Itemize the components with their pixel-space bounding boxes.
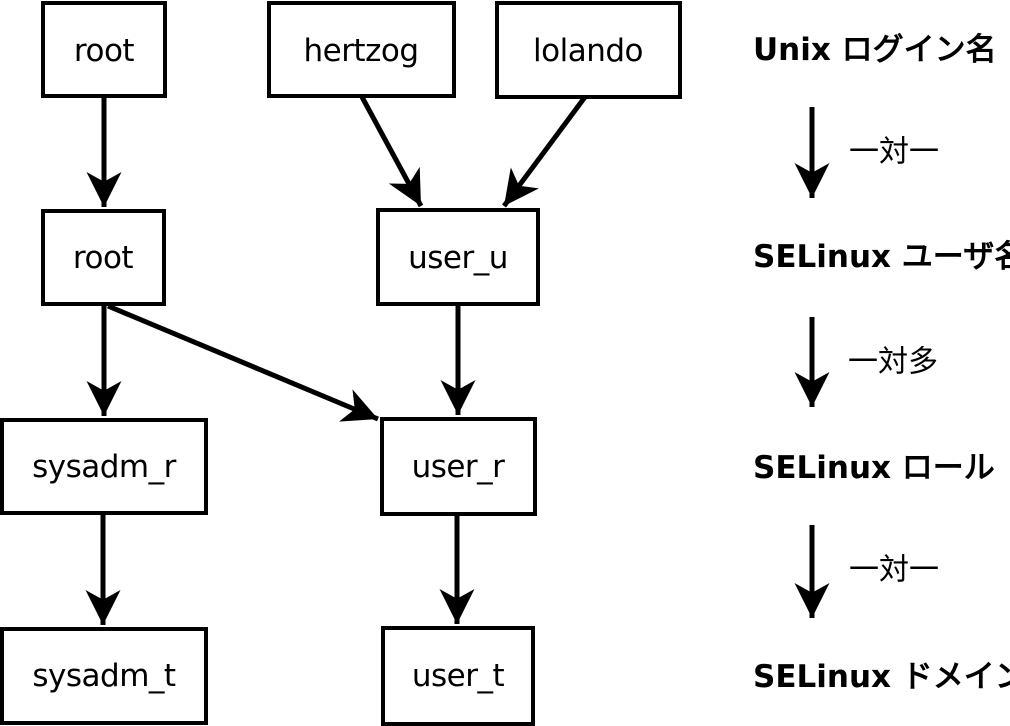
legend-relation-1: 一対一 bbox=[849, 135, 939, 170]
node-user_t-box bbox=[381, 626, 535, 726]
node-lolando-label: lolando bbox=[533, 33, 643, 69]
legend-level-selinux-role: SELinux ロール bbox=[753, 450, 995, 486]
legend-level-unix-login: Unix ログイン名 bbox=[753, 32, 997, 68]
node-user_t: user_t bbox=[381, 626, 535, 726]
edge-lolando-to-user_u bbox=[501, 95, 588, 208]
node-unix-root-label: root bbox=[74, 33, 134, 69]
legend-level-selinux-user: SELinux ユーザ名 bbox=[753, 239, 1010, 275]
node-user_u-box bbox=[376, 208, 540, 306]
legend-relation-3: 一対一 bbox=[849, 553, 939, 588]
node-hertzog-label: hertzog bbox=[303, 33, 418, 69]
node-hertzog-box bbox=[267, 1, 456, 98]
node-selinux-root-label: root bbox=[73, 240, 133, 276]
edge-root-to-user_r bbox=[107, 303, 379, 422]
node-lolando-box bbox=[495, 1, 682, 99]
node-user_u: user_u bbox=[376, 208, 540, 306]
node-sysadm_r: sysadm_r bbox=[0, 418, 208, 515]
edge-hertzog-to-user_u bbox=[359, 95, 424, 208]
node-selinux-root: root bbox=[41, 209, 166, 306]
legend: Unix ログイン名 一対一 SELinux ユーザ名 一対多 SELinux … bbox=[753, 32, 1010, 695]
node-sysadm_t: sysadm_t bbox=[0, 627, 208, 725]
node-sysadm_t-label: sysadm_t bbox=[32, 658, 176, 694]
node-sysadm_r-label: sysadm_r bbox=[32, 449, 177, 485]
legend-level-selinux-domain: SELinux ドメイン bbox=[753, 659, 1010, 695]
node-unix-root-box bbox=[41, 1, 167, 98]
node-user_u-label: user_u bbox=[408, 240, 508, 276]
node-selinux-root-box bbox=[41, 209, 166, 306]
node-lolando: lolando bbox=[495, 1, 682, 99]
node-sysadm_r-box bbox=[0, 418, 208, 515]
node-user_r-box bbox=[380, 417, 537, 516]
node-sysadm_t-box bbox=[0, 627, 208, 725]
node-user_r-label: user_r bbox=[412, 449, 506, 485]
legend-relation-2: 一対多 bbox=[848, 345, 938, 380]
node-unix-root: root bbox=[41, 1, 167, 98]
node-user_t-label: user_t bbox=[412, 658, 505, 694]
node-hertzog: hertzog bbox=[267, 1, 456, 98]
node-user_r: user_r bbox=[380, 417, 537, 516]
